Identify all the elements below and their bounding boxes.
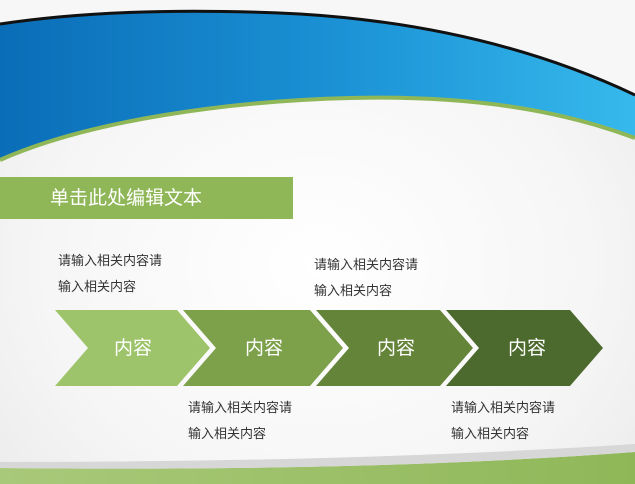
note-2[interactable]: 请输入相关内容请 输入相关内容 (188, 396, 292, 448)
title-bar: 单击此处编辑文本 (0, 177, 293, 219)
top-white-cut (0, 0, 635, 95)
chevron-step-4[interactable] (446, 310, 603, 386)
note-2-line-1: 请输入相关内容请 (188, 401, 293, 416)
note-3[interactable]: 请输入相关内容请 输入相关内容 (314, 253, 418, 305)
note-4-line-2: 输入相关内容 (451, 427, 530, 442)
note-3-line-2: 输入相关内容 (314, 284, 393, 299)
note-3-line-1: 请输入相关内容请 (314, 258, 419, 273)
note-2-line-2: 输入相关内容 (188, 427, 267, 442)
title-text[interactable]: 单击此处编辑文本 (50, 187, 203, 209)
chevron-label-1: 内容 (113, 337, 152, 359)
chevron-label-3: 内容 (376, 337, 415, 359)
note-1-line-2: 输入相关内容 (58, 280, 137, 295)
note-1-line-1: 请输入相关内容请 (58, 254, 163, 269)
bottom-green-band (0, 452, 635, 484)
note-1[interactable]: 请输入相关内容请 输入相关内容 (58, 249, 162, 301)
chevron-label-2: 内容 (244, 337, 283, 359)
chevron-step-1[interactable] (55, 310, 210, 386)
chevron-step-3[interactable] (316, 310, 473, 386)
green-underline (0, 95, 635, 162)
chevron-step-2[interactable] (183, 310, 343, 386)
black-edge-line (0, 9, 635, 97)
bottom-grey-band (0, 444, 635, 469)
chevron-label-4: 内容 (507, 337, 546, 359)
note-4-line-1: 请输入相关内容请 (451, 401, 556, 416)
note-4[interactable]: 请输入相关内容请 输入相关内容 (451, 396, 555, 448)
